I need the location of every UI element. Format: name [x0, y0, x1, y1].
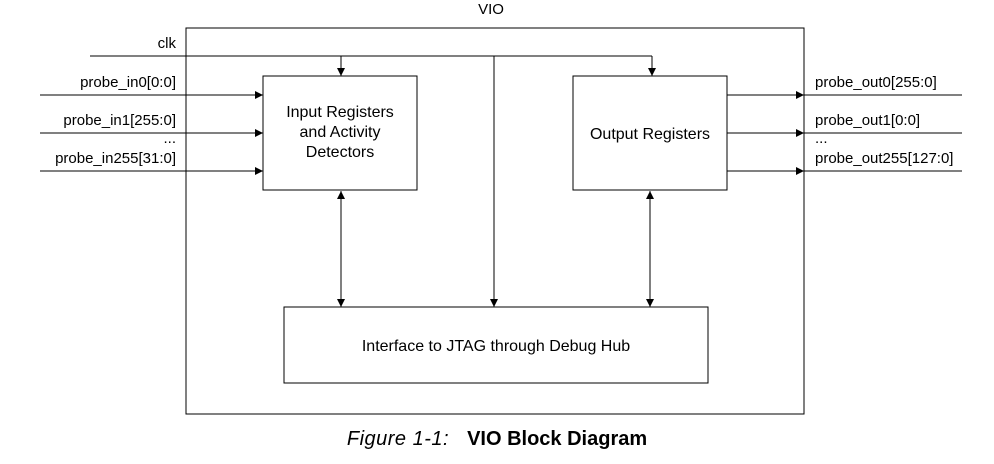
figure-number: Figure 1-1:	[346, 428, 450, 450]
probe-in-ellipsis: ...	[163, 130, 176, 147]
probe-in1-label: probe_in1[255:0]	[63, 112, 176, 129]
input-registers-label-line3: Detectors	[306, 144, 374, 161]
probe-out0-label: probe_out0[255:0]	[815, 74, 937, 91]
probe-out255-label: probe_out255[127:0]	[815, 150, 953, 167]
probe-out1-label: probe_out1[0:0]	[815, 112, 920, 129]
jtag-interface-block	[283, 306, 709, 384]
figure-caption: Figure 1-1: VIO Block Diagram	[0, 428, 994, 451]
clock-label: clk	[158, 35, 177, 52]
output-registers-block	[572, 75, 728, 191]
input-registers-label-line2: and Activity	[300, 124, 381, 141]
vio-outer-box	[185, 27, 805, 415]
input-registers-label-line1: Input Registers	[286, 104, 394, 121]
probe-out-ellipsis: ...	[815, 130, 828, 147]
diagram-title: VIO	[478, 1, 504, 18]
probe-in255-label: probe_in255[31:0]	[55, 150, 176, 167]
figure-title: VIO Block Diagram	[467, 428, 648, 450]
input-registers-block	[262, 75, 418, 191]
probe-in0-label: probe_in0[0:0]	[80, 74, 176, 91]
output-registers-label: Output Registers	[590, 126, 710, 143]
jtag-interface-label: Interface to JTAG through Debug Hub	[362, 338, 630, 355]
